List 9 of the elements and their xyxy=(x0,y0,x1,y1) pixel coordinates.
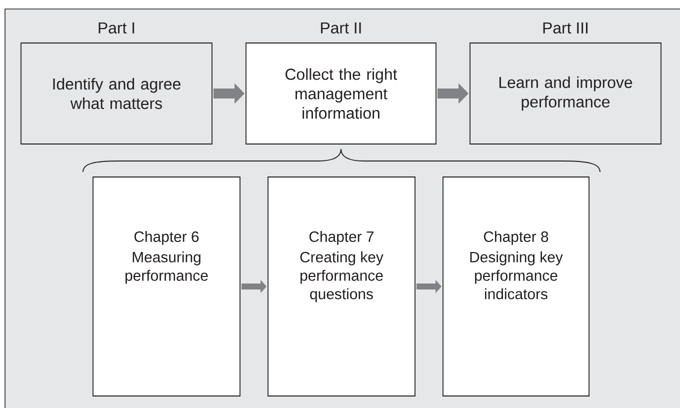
part-heading: Part III xyxy=(543,22,588,34)
chapter-box: Chapter 7 Creating key performance questions xyxy=(268,176,416,396)
process-box: Identify and agree what matters xyxy=(20,42,212,144)
chapter-box: Chapter 8 Designing key performance indicators xyxy=(442,176,590,396)
part-heading: Part I xyxy=(98,22,134,34)
process-box: Learn and improve performance xyxy=(470,42,662,144)
chapter-box: Chapter 6 Measuring performance xyxy=(92,176,240,396)
part-heading: Part II xyxy=(321,22,361,34)
process-box: Collect the right management information xyxy=(246,42,436,144)
